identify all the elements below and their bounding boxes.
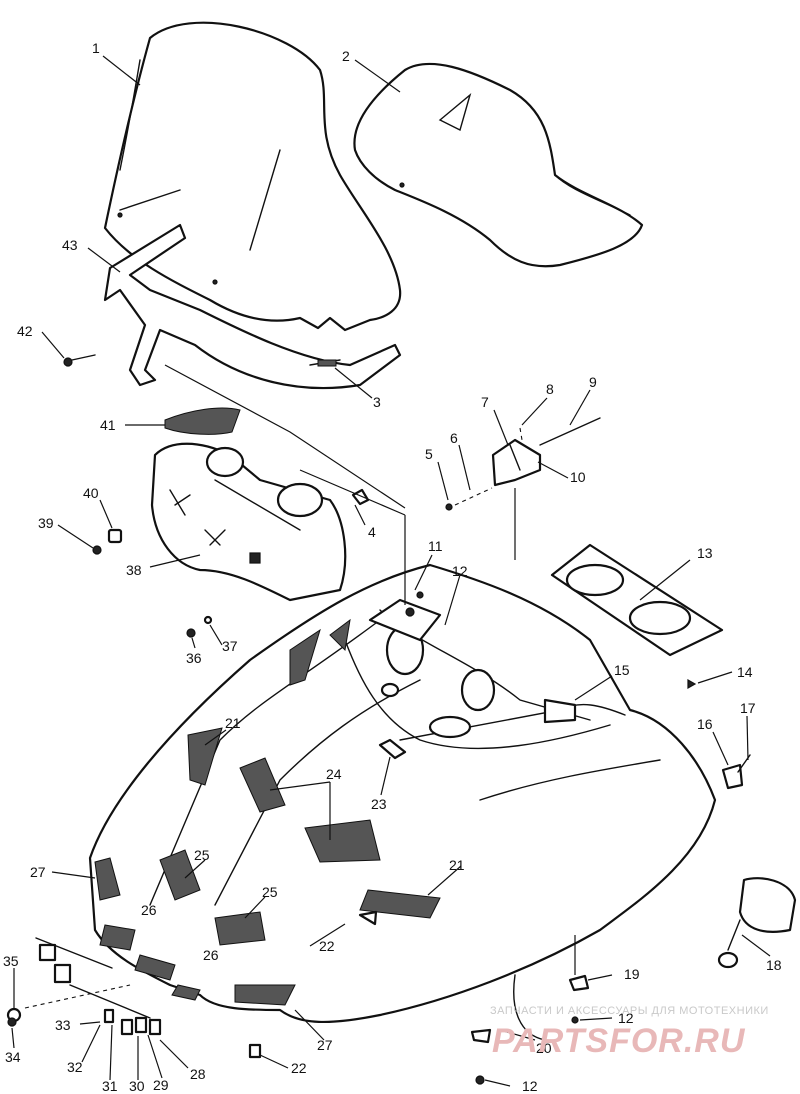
callout-8: 8 [546, 381, 554, 397]
callout-21-upper: 21 [225, 715, 241, 731]
windshield-bracket-part-43 [103, 223, 402, 390]
callout-3: 3 [373, 394, 381, 410]
callout-9: 9 [589, 374, 597, 390]
callout-14: 14 [737, 664, 753, 680]
hardware-small-parts [6, 354, 797, 1085]
callout-11: 11 [428, 538, 443, 554]
leader-lines [11, 55, 771, 1087]
callout-29: 29 [153, 1077, 169, 1093]
callout-5: 5 [425, 446, 433, 462]
callout-35: 35 [3, 953, 19, 969]
callout-34: 34 [5, 1049, 21, 1065]
callout-37: 37 [222, 638, 238, 654]
callout-2: 2 [342, 48, 350, 64]
callout-30: 30 [129, 1078, 145, 1094]
callout-7: 7 [481, 394, 489, 410]
callout-24: 24 [326, 766, 342, 782]
callout-labels: 1 2 3 4 5 6 7 8 9 10 11 12 13 14 15 16 1… [3, 40, 782, 1094]
callout-12-top: 12 [452, 563, 468, 579]
callout-40: 40 [83, 485, 99, 501]
callout-22-hood: 22 [319, 938, 335, 954]
watermark-brand: PARTSFOR.RU [492, 1022, 746, 1060]
callout-28: 28 [190, 1066, 206, 1082]
callout-20: 20 [536, 1040, 552, 1056]
callout-26-left: 26 [141, 902, 157, 918]
hood-main [88, 563, 717, 1024]
callout-39: 39 [38, 515, 54, 531]
callout-25-lower: 25 [262, 884, 278, 900]
callout-36: 36 [186, 650, 202, 666]
callout-1: 1 [92, 40, 100, 56]
callout-23: 23 [371, 796, 387, 812]
callout-22-bottom: 22 [291, 1060, 307, 1076]
callout-17: 17 [740, 700, 756, 716]
callout-27-left: 27 [30, 864, 46, 880]
callout-26-right: 26 [203, 947, 219, 963]
callout-31: 31 [102, 1078, 118, 1094]
callout-15: 15 [614, 662, 630, 678]
callout-4: 4 [368, 524, 376, 540]
callout-10: 10 [570, 469, 586, 485]
gasket-plate-part-13 [550, 543, 724, 657]
callout-12-bottom: 12 [522, 1078, 538, 1094]
callout-19: 19 [624, 966, 640, 982]
callout-21-lower: 21 [449, 857, 465, 873]
watermark: ЗАПЧАСТИ И АКСЕССУАРЫ ДЛЯ МОТОТЕХНИКИ PA… [490, 1005, 769, 1060]
watermark-tagline: ЗАПЧАСТИ И АКСЕССУАРЫ ДЛЯ МОТОТЕХНИКИ [490, 1005, 769, 1017]
bracket-part-7 [491, 438, 542, 487]
callout-32: 32 [67, 1059, 83, 1075]
callout-6: 6 [450, 430, 458, 446]
windshield-part-1 [103, 21, 402, 332]
windshield-cover-part-2 [353, 62, 644, 268]
callout-27-right: 27 [317, 1037, 333, 1053]
callout-38: 38 [126, 562, 142, 578]
callout-33: 33 [55, 1017, 71, 1033]
callout-42: 42 [17, 323, 33, 339]
callout-41: 41 [100, 417, 116, 433]
headlight-assembly-part-38 [150, 442, 347, 602]
callout-25-upper: 25 [194, 847, 210, 863]
callout-43: 43 [62, 237, 78, 253]
pad-part-41 [164, 407, 241, 435]
callout-16: 16 [697, 716, 713, 732]
callout-12-mid: 12 [618, 1010, 634, 1026]
callout-13: 13 [697, 545, 713, 561]
callout-18: 18 [766, 957, 782, 973]
